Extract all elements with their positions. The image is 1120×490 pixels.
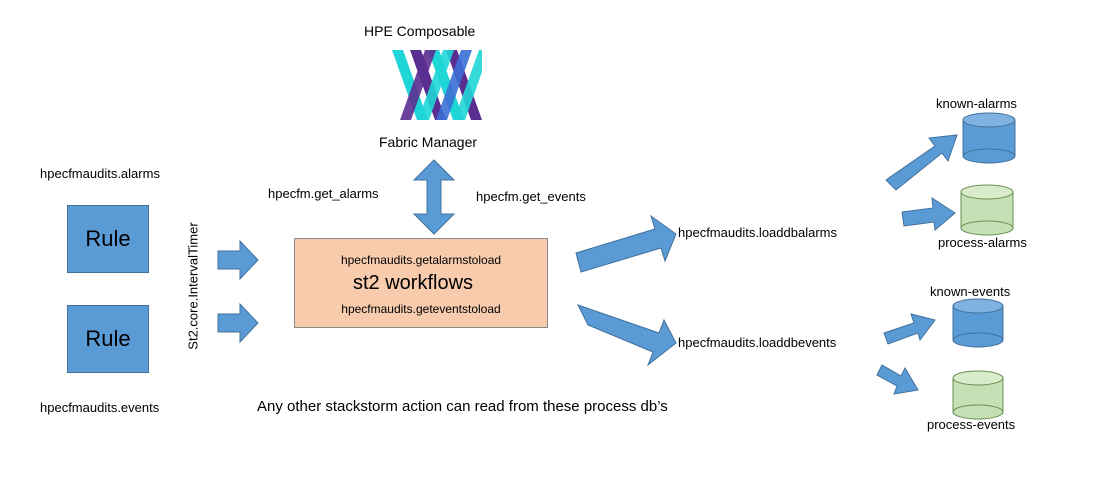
- logo-title-bottom: Fabric Manager: [379, 134, 478, 150]
- logo-title-top: HPE Composable: [364, 23, 476, 39]
- rule-events-arrow: [217, 302, 259, 344]
- known-alarms-label: known-alarms: [936, 96, 1017, 111]
- process-events-label: process-events: [927, 417, 1016, 432]
- process-events-db-icon: [952, 370, 1004, 420]
- workflow-get-events: hpecfmaudits.geteventstoload: [341, 302, 501, 316]
- process-alarms-label: process-alarms: [938, 235, 1027, 250]
- footer-note: Any other stackstorm action can read fro…: [257, 398, 668, 415]
- to-known-events-arrow: [883, 313, 936, 345]
- rule-alarms-arrow: [217, 239, 259, 281]
- get-events-label: hpecfm.get_events: [476, 189, 586, 204]
- rule-events-label: Rule: [85, 326, 131, 351]
- process-alarms-db-icon: [960, 184, 1014, 236]
- loaddbevents-label: hpecfmaudits.loaddbevents: [678, 335, 837, 350]
- to-process-events-arrow: [876, 364, 919, 395]
- to-process-alarms-arrow: [901, 197, 956, 231]
- workflow-title: st2 workflows: [352, 272, 474, 294]
- known-events-label: known-events: [930, 284, 1011, 299]
- known-alarms-db-icon: [962, 112, 1016, 164]
- rule-alarms-box: Rule: [67, 205, 149, 273]
- workflow-to-loadevents-arrow: [577, 304, 677, 367]
- get-alarms-label: hpecfm.get_alarms: [268, 186, 379, 201]
- rule-alarms-label: Rule: [85, 226, 131, 251]
- fabric-manager-logo: [392, 50, 482, 120]
- workflow-get-alarms: hpecfmaudits.getalarmstoload: [340, 253, 502, 267]
- rule-alarms-name: hpecfmaudits.alarms: [40, 166, 160, 181]
- bidirectional-arrow: [412, 159, 456, 235]
- workflow-to-loadalarms-arrow: [575, 214, 677, 273]
- known-events-db-icon: [952, 298, 1004, 348]
- rule-events-box: Rule: [67, 305, 149, 373]
- to-known-alarms-arrow: [885, 134, 958, 191]
- trigger-label: St2.core.IntervalTimer: [185, 222, 201, 350]
- rule-events-name: hpecfmaudits.events: [40, 400, 160, 415]
- loaddbalarms-label: hpecfmaudits.loaddbalarms: [678, 225, 837, 240]
- st2-workflows-box: hpecfmaudits.getalarmstoload st2 workflo…: [294, 238, 548, 328]
